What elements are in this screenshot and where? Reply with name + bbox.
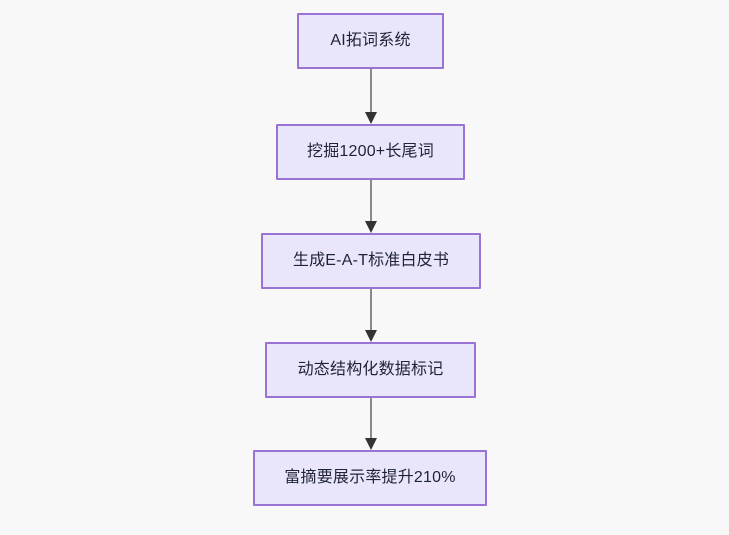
flow-node-ai-keyword-system[interactable]: AI拓词系统 bbox=[297, 13, 444, 69]
flow-node-label: AI拓词系统 bbox=[330, 32, 411, 50]
flow-node-mine-longtail-keywords[interactable]: 挖掘1200+长尾词 bbox=[276, 124, 465, 180]
flow-node-rich-snippet-impression-uplift[interactable]: 富摘要展示率提升210% bbox=[253, 450, 487, 506]
flow-node-label: 富摘要展示率提升210% bbox=[284, 469, 456, 487]
flow-node-label: 生成E-A-T标准白皮书 bbox=[292, 252, 450, 270]
flow-edge-1-to-2 bbox=[362, 68, 380, 126]
flow-edge-2-to-3 bbox=[362, 179, 380, 235]
flow-edge-3-to-4 bbox=[362, 288, 380, 344]
flow-node-label: 动态结构化数据标记 bbox=[297, 361, 444, 379]
flow-edge-4-to-5 bbox=[362, 396, 380, 452]
flow-node-generate-eat-whitepaper[interactable]: 生成E-A-T标准白皮书 bbox=[261, 233, 481, 289]
flow-node-dynamic-structured-data-markup[interactable]: 动态结构化数据标记 bbox=[265, 342, 476, 398]
flow-node-label: 挖掘1200+长尾词 bbox=[307, 143, 434, 161]
